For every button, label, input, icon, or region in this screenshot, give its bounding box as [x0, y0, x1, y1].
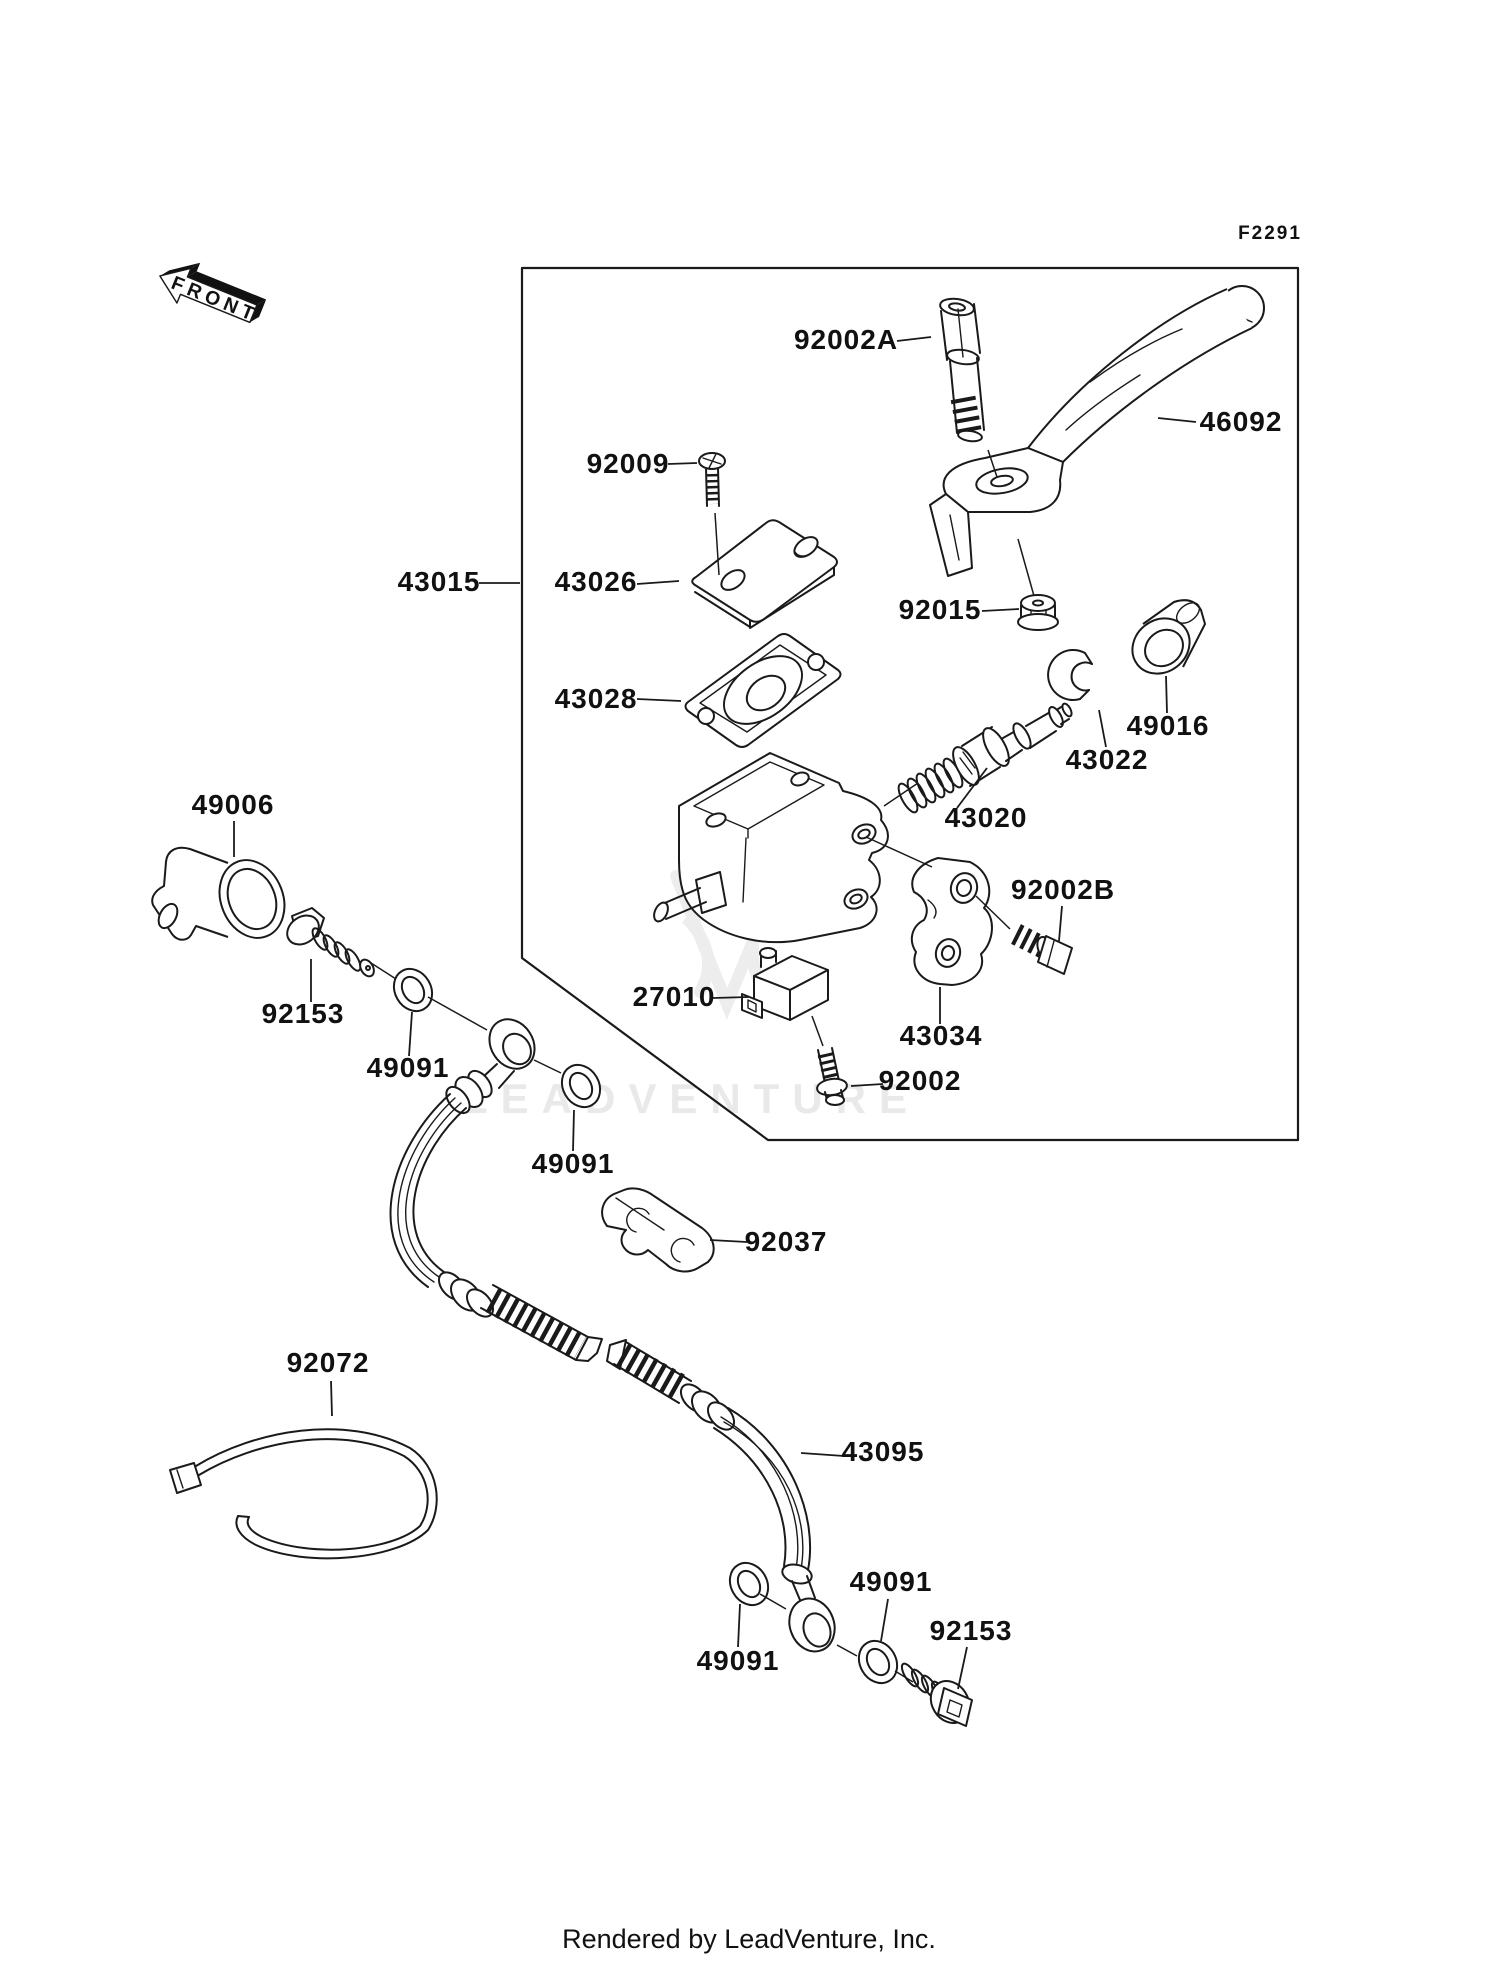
front-direction-arrow: FRONT [159, 262, 267, 327]
part-drawing-reservoir-cap-43026 [691, 519, 838, 629]
part-drawing-washer-49091-1 [392, 967, 434, 1013]
label-leader-lines [233, 336, 1197, 1690]
part-drawing-switch-screw-92002 [816, 1047, 848, 1106]
part-drawing-master-cylinder-body [653, 752, 889, 944]
part-label-43015: 43015 [398, 566, 481, 597]
explosion-axis-lines [370, 449, 1035, 1683]
part-label-49091-3: 49091 [850, 1566, 933, 1597]
part-drawing-dust-cover-49016 [1131, 599, 1206, 675]
part-number-labels: 92002A 46092 92009 43015 43026 43028 920… [192, 324, 1283, 1676]
part-label-92002B: 92002B [1011, 874, 1115, 905]
part-label-92072: 92072 [287, 1347, 370, 1378]
part-drawing-piston-43020 [897, 702, 1073, 814]
part-drawing-hose-clip-92037 [601, 1187, 715, 1273]
part-label-43095: 43095 [842, 1436, 925, 1467]
part-drawing-pivot-nut-92015 [1017, 594, 1059, 631]
part-label-27010: 27010 [633, 981, 716, 1012]
part-label-49091-1: 49091 [367, 1052, 450, 1083]
part-label-92015: 92015 [899, 594, 982, 625]
part-label-92009: 92009 [587, 448, 670, 479]
part-drawing-diaphragm-43028 [684, 633, 842, 748]
part-label-43020: 43020 [945, 802, 1028, 833]
footer-credit: Rendered by LeadVenture, Inc. [562, 1924, 936, 1954]
part-label-92002A: 92002A [794, 324, 898, 355]
part-drawing-washer-49091-2 [560, 1063, 602, 1109]
part-label-92002: 92002 [879, 1065, 962, 1096]
part-drawing-circlip-43022 [1047, 648, 1093, 701]
part-drawing-brake-lever-46092 [929, 285, 1265, 577]
part-label-43034: 43034 [900, 1020, 983, 1051]
part-label-49091-4: 49091 [697, 1645, 780, 1676]
part-label-92037: 92037 [745, 1226, 828, 1257]
part-drawing-lever-clamp-43034 [910, 857, 993, 986]
figure-code: F2291 [1238, 223, 1302, 244]
part-label-46092: 46092 [1200, 406, 1283, 437]
part-drawing-boot-49006 [151, 846, 286, 941]
part-drawing-cable-tie-92072 [169, 1428, 438, 1560]
part-drawing-brake-hose-43095 [389, 1018, 836, 1653]
part-label-49006: 49006 [192, 789, 275, 820]
part-label-49016: 49016 [1127, 710, 1210, 741]
part-drawing-washer-49091-4 [857, 1639, 899, 1685]
part-drawing-clamp-bolt-92002B [1011, 924, 1073, 975]
part-drawing-banjo-bolt-92153-lower [900, 1662, 973, 1727]
part-label-92153-1: 92153 [262, 998, 345, 1029]
part-label-49091-2: 49091 [532, 1148, 615, 1179]
part-drawing-cap-screw-92009 [698, 452, 726, 507]
part-drawing-adjuster-bolt-92002A [939, 297, 985, 443]
part-drawing-brake-switch-27010 [741, 947, 829, 1021]
assembly-outline-box [520, 266, 1300, 1142]
part-label-43022: 43022 [1066, 744, 1149, 775]
part-label-43028: 43028 [555, 683, 638, 714]
part-drawing-banjo-bolt-92153-upper [286, 907, 375, 978]
part-label-43026: 43026 [555, 566, 638, 597]
part-label-92153-2: 92153 [930, 1615, 1013, 1646]
part-drawing-washer-49091-3 [728, 1561, 770, 1607]
